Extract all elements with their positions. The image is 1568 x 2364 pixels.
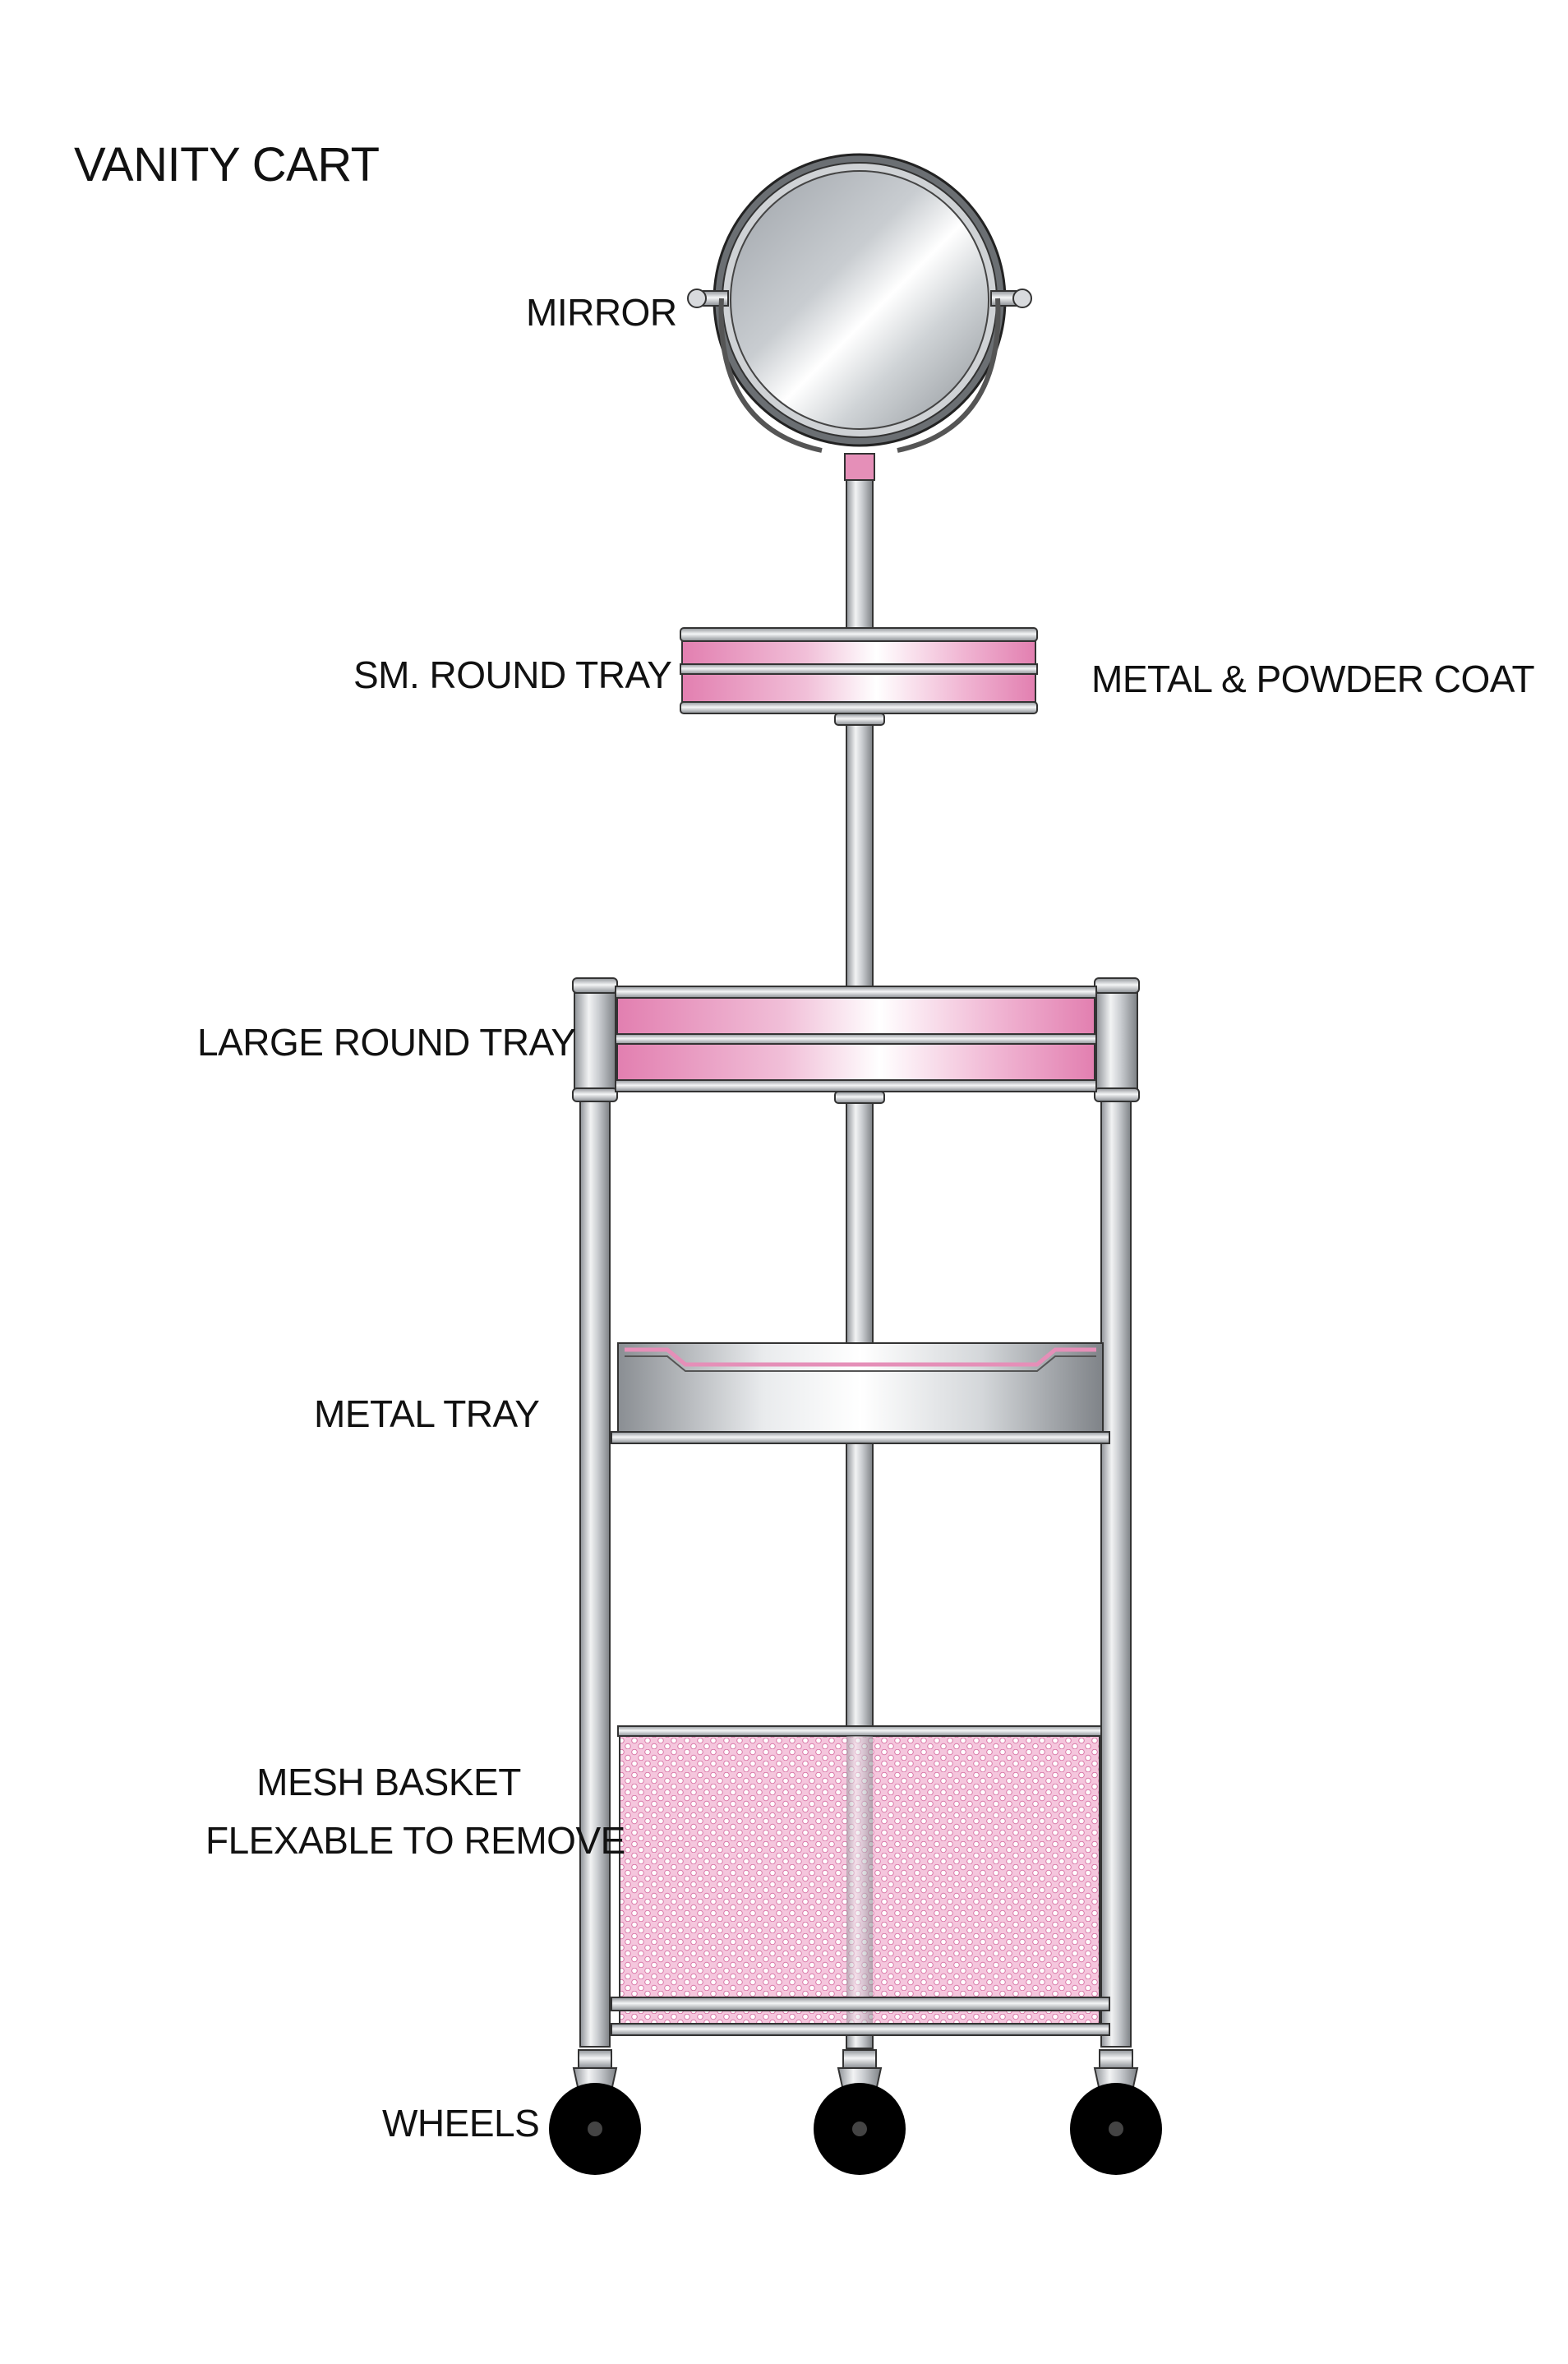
large-round-tray-label: LARGE ROUND TRAY: [197, 1021, 576, 1064]
center-pole-middle: [846, 724, 874, 987]
mirror-label: MIRROR: [526, 291, 677, 334]
left-post: [572, 977, 618, 2048]
wheel-right: [1070, 2049, 1162, 2175]
diagram-title: VANITY CART: [74, 138, 380, 192]
mesh-basket: [611, 1725, 1110, 2036]
right-post: [1094, 977, 1140, 2048]
metal-tray: [611, 1342, 1110, 1444]
wheels-label: WHEELS: [382, 2102, 540, 2145]
center-pole-upper: [846, 479, 874, 629]
mesh-basket-note: FLEXABLE TO REMOVE: [205, 1819, 625, 1862]
material-label: METAL & POWDER COAT: [1091, 658, 1535, 700]
sm-round-tray-label: SM. ROUND TRAY: [353, 653, 672, 696]
small-round-tray: [680, 627, 1038, 726]
metal-tray-label: METAL TRAY: [314, 1392, 540, 1435]
mirror-assembly: [687, 153, 1032, 481]
wheel-center: [814, 2049, 906, 2175]
large-round-tray: [615, 986, 1097, 1104]
mesh-basket-label: MESH BASKET: [256, 1761, 521, 1803]
wheel-left: [549, 2049, 641, 2175]
